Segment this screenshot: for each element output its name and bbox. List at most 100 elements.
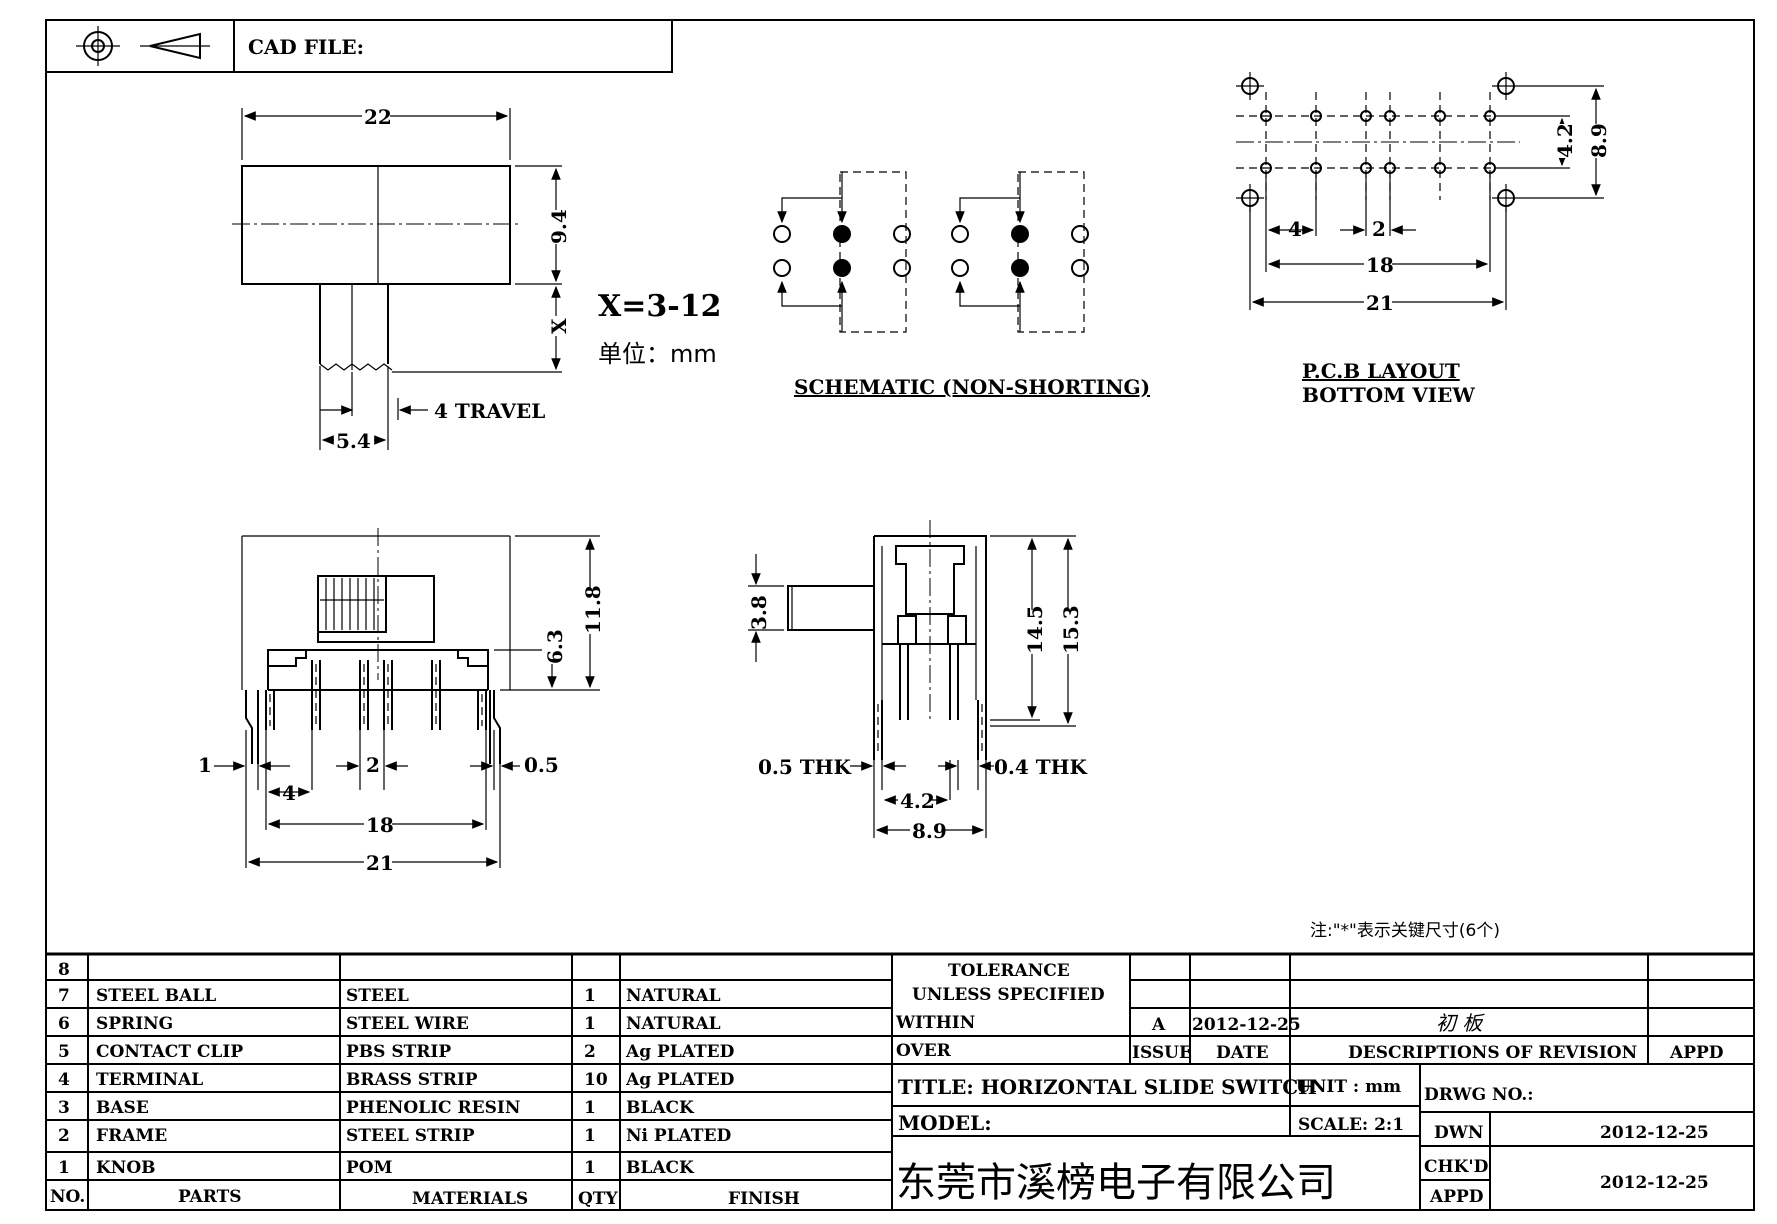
bom-cell-material: PBS STRIP bbox=[346, 1042, 451, 1062]
top-view: 22 9.4 X X=3-12 单位：mm 4 TRAVEL 5.4 bbox=[232, 104, 722, 453]
pcb-label-2: BOTTOM VIEW bbox=[1302, 383, 1475, 407]
bom-cell-part: TERMINAL bbox=[96, 1070, 203, 1090]
side-dim-8-9: 8.9 bbox=[912, 819, 947, 843]
x-range-label: X=3-12 bbox=[598, 289, 722, 324]
pcb-dim-21: 21 bbox=[1366, 291, 1394, 315]
side-view: 3.8 14.5 15.3 0.5 THK 0.4 THK 4.2 8.9 bbox=[747, 520, 1088, 843]
dim-22: 22 bbox=[364, 105, 392, 129]
front-view: 6.3 11.8 1 4 2 0.5 18 21 bbox=[198, 528, 605, 875]
dwn-date: 2012-12-25 bbox=[1600, 1123, 1709, 1143]
issue-value: A bbox=[1151, 1015, 1166, 1035]
revision-description: 初 板 bbox=[1436, 1011, 1485, 1035]
bom-cell-finish: NATURAL bbox=[626, 986, 721, 1006]
schematic-label: SCHEMATIC (NON-SHORTING) bbox=[794, 375, 1150, 399]
date-label: DATE bbox=[1216, 1043, 1269, 1063]
descriptions-label: DESCRIPTIONS OF REVISION bbox=[1348, 1043, 1637, 1063]
unit-label: UNIT : mm bbox=[1296, 1077, 1401, 1097]
bom-cell-material: PHENOLIC RESIN bbox=[346, 1098, 520, 1118]
bom-cell-no: 4 bbox=[58, 1070, 70, 1090]
bom-cell-material: POM bbox=[346, 1158, 393, 1178]
bom-cell-finish: Ag PLATED bbox=[625, 1070, 735, 1090]
appd-label: APPD bbox=[1669, 1043, 1724, 1063]
side-dim-15-3: 15.3 bbox=[1059, 605, 1083, 654]
unless-specified-label: UNLESS SPECIFIED bbox=[912, 985, 1105, 1005]
chkd-date: 2012-12-25 bbox=[1600, 1173, 1709, 1193]
scale-label: SCALE: 2:1 bbox=[1298, 1115, 1404, 1135]
chkd-label: CHK'D bbox=[1424, 1157, 1489, 1177]
bom-cell-no: 3 bbox=[58, 1098, 70, 1118]
bom-cell-no: 8 bbox=[58, 960, 70, 980]
bom-cell-no: 1 bbox=[58, 1158, 70, 1178]
pcb-label-1: P.C.B LAYOUT bbox=[1302, 359, 1460, 383]
front-dim-2: 2 bbox=[366, 753, 380, 777]
bom-cell-part: BASE bbox=[96, 1098, 149, 1118]
dim-x: X bbox=[547, 318, 571, 334]
bom-cell-finish: BLACK bbox=[626, 1098, 695, 1118]
pcb-dim-8-9: 8.9 bbox=[1587, 123, 1611, 158]
bom-cell-part: FRAME bbox=[96, 1126, 167, 1146]
schematic: SCHEMATIC (NON-SHORTING) bbox=[773, 171, 1150, 399]
model-label: MODEL: bbox=[898, 1111, 992, 1135]
side-thk-0-5: 0.5 THK bbox=[758, 755, 852, 779]
bom-cell-qty: 2 bbox=[584, 1042, 596, 1062]
bom-header-no: NO. bbox=[50, 1187, 85, 1207]
bom-cell-qty: 1 bbox=[584, 1014, 596, 1034]
bom-cell-finish: BLACK bbox=[626, 1158, 695, 1178]
key-dimension-note: 注:"*"表示关键尺寸(6个) bbox=[1310, 921, 1500, 941]
front-dim-0-5: 0.5 bbox=[524, 753, 559, 777]
bom-cell-material: STEEL bbox=[346, 986, 409, 1006]
bom-header-finish: FINISH bbox=[728, 1189, 800, 1209]
drwg-no-label: DRWG NO.: bbox=[1424, 1085, 1534, 1105]
bom-header-parts: PARTS bbox=[178, 1187, 242, 1207]
bom-cell-no: 6 bbox=[58, 1014, 70, 1034]
bom-cell-qty: 1 bbox=[584, 1158, 596, 1178]
company-name: 东莞市溪榜电子有限公司 bbox=[896, 1160, 1336, 1206]
bom-header-qty: QTY bbox=[578, 1189, 618, 1209]
bom-cell-material: STEEL WIRE bbox=[346, 1014, 469, 1034]
bom-cell-material: BRASS STRIP bbox=[346, 1070, 478, 1090]
within-label: WITHIN bbox=[895, 1013, 975, 1033]
issue-date: 2012-12-25 bbox=[1192, 1015, 1301, 1035]
over-label: OVER bbox=[896, 1041, 952, 1061]
unit-note: 单位：mm bbox=[598, 340, 717, 368]
bom-header-materials: MATERIALS bbox=[412, 1189, 528, 1209]
bom-cell-finish: NATURAL bbox=[626, 1014, 721, 1034]
bom-cell-part: SPRING bbox=[96, 1014, 173, 1034]
bom-cell-qty: 10 bbox=[584, 1070, 608, 1090]
dim-5-4: 5.4 bbox=[336, 429, 371, 453]
side-dim-3-8: 3.8 bbox=[747, 595, 771, 630]
front-dim-11-8: 11.8 bbox=[581, 585, 605, 634]
pcb-layout: 4.2 8.9 4 2 18 21 P.C.B LAYOUT BOTTOM VI… bbox=[1236, 72, 1611, 407]
pcb-dim-4-2: 4.2 bbox=[1553, 123, 1577, 158]
side-dim-14-5: 14.5 bbox=[1023, 605, 1047, 654]
issue-label: ISSUE bbox=[1132, 1043, 1192, 1063]
bom-cell-finish: Ni PLATED bbox=[626, 1126, 732, 1146]
sheet-border bbox=[45, 19, 1755, 1211]
bom-cell-material: STEEL STRIP bbox=[346, 1126, 475, 1146]
projection-symbol-icon bbox=[76, 26, 210, 66]
dim-9-4: 9.4 bbox=[547, 209, 571, 244]
drawing-title: TITLE: HORIZONTAL SLIDE SWITCH bbox=[898, 1075, 1317, 1099]
bom-cell-part: CONTACT CLIP bbox=[96, 1042, 243, 1062]
bom-cell-finish: Ag PLATED bbox=[625, 1042, 735, 1062]
cad-file-label: CAD FILE: bbox=[248, 35, 364, 59]
front-dim-21: 21 bbox=[366, 851, 394, 875]
bom-cell-no: 7 bbox=[58, 986, 70, 1006]
front-dim-1: 1 bbox=[198, 753, 212, 777]
pcb-dim-4: 4 bbox=[1288, 217, 1302, 241]
front-dim-4: 4 bbox=[282, 781, 296, 805]
appd2-label: APPD bbox=[1429, 1187, 1484, 1207]
side-thk-0-4: 0.4 THK bbox=[994, 755, 1088, 779]
front-dim-6-3: 6.3 bbox=[543, 629, 567, 664]
header-strip: CAD FILE: bbox=[45, 19, 673, 73]
dwn-label: DWN bbox=[1434, 1123, 1483, 1143]
bom-cell-qty: 1 bbox=[584, 986, 596, 1006]
travel-label: 4 TRAVEL bbox=[434, 399, 545, 423]
bom-cell-part: STEEL BALL bbox=[96, 986, 216, 1006]
tolerance-label: TOLERANCE bbox=[948, 961, 1070, 981]
side-dim-4-2: 4.2 bbox=[900, 789, 935, 813]
bom-cell-part: KNOB bbox=[96, 1158, 156, 1178]
